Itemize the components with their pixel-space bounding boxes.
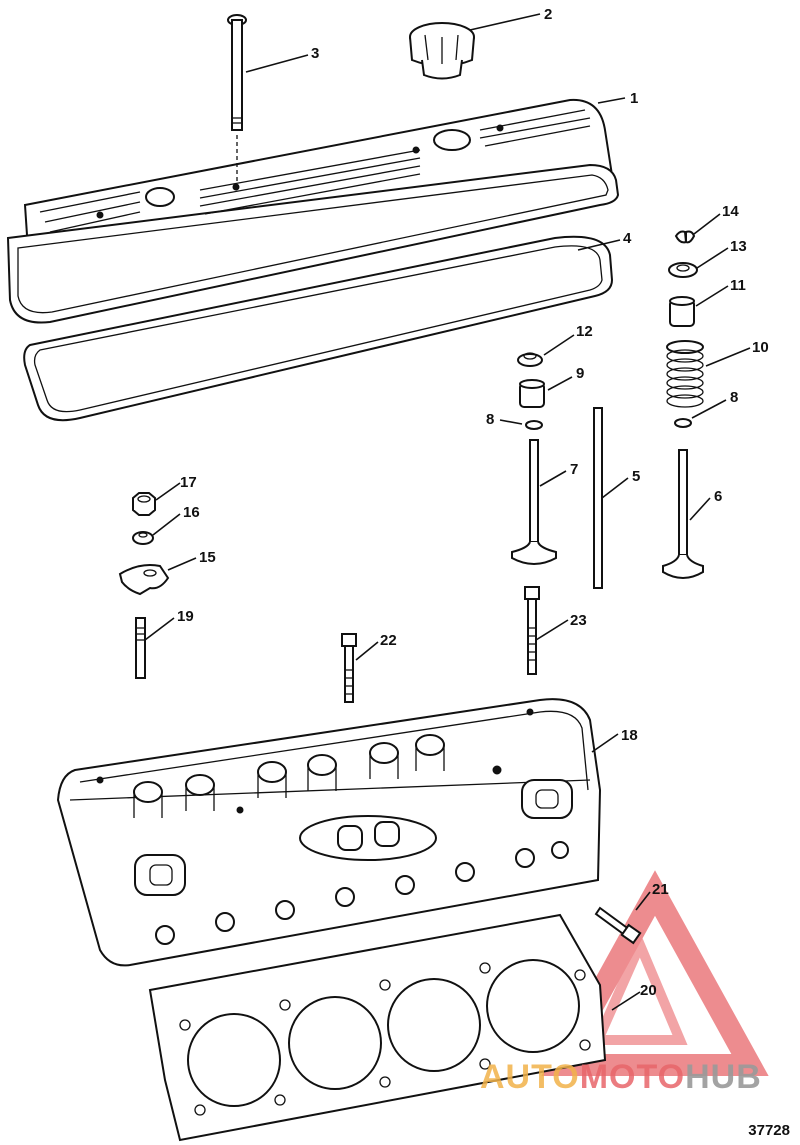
callout-3: 3 (311, 45, 319, 62)
valve-exhaust (662, 449, 704, 579)
head-bolt-short (341, 633, 357, 703)
spring-retainer (668, 262, 698, 278)
callout-6: 6 (714, 488, 722, 505)
callout-4: 4 (623, 230, 632, 247)
rocker-nut (132, 492, 156, 516)
oil-filler-cap (409, 22, 475, 80)
callout-8b: 8 (730, 389, 738, 406)
rocker-stud (135, 617, 146, 679)
cylinder-head (56, 698, 602, 967)
callout-18: 18 (621, 727, 638, 744)
valve-rotator (517, 352, 543, 367)
valve-spring (666, 340, 704, 408)
head-bolt-diagonal (594, 906, 642, 945)
callout-13: 13 (730, 238, 747, 255)
callout-5: 5 (632, 468, 640, 485)
watermark-part-1: AUTO (480, 1058, 580, 1096)
watermark-logo (541, 870, 769, 1076)
callout-19: 19 (177, 608, 194, 625)
valve-seal (525, 418, 692, 430)
watermark-part-2: MOTO (579, 1058, 686, 1096)
callout-17: 17 (180, 474, 197, 491)
head-gasket (148, 913, 607, 1142)
callout-14: 14 (722, 203, 739, 220)
figure-number: 37728 (748, 1122, 790, 1139)
cover-bolt (227, 14, 247, 185)
callout-11: 11 (730, 277, 746, 294)
callout-labels: 1 2 3 4 5 6 7 8 8 9 10 11 12 13 14 15 16… (177, 6, 769, 999)
leader-lines (144, 13, 751, 1011)
callout-22: 22 (380, 632, 397, 649)
callout-10: 10 (752, 339, 769, 356)
callout-1: 1 (630, 90, 638, 107)
cover-gasket (23, 235, 614, 422)
valve-shield (519, 379, 545, 408)
callout-15: 15 (199, 549, 216, 566)
valve-cover (6, 98, 620, 324)
rocker-arm (118, 564, 170, 596)
watermark-part-3: HUB (685, 1058, 762, 1096)
callout-12: 12 (576, 323, 593, 340)
callout-7: 7 (570, 461, 578, 478)
valve-intake (511, 439, 557, 565)
watermark-text: AUTOMOTOHUB (480, 1058, 762, 1097)
callout-16: 16 (183, 504, 200, 521)
callout-8a: 8 (486, 411, 494, 428)
callout-9: 9 (576, 365, 584, 382)
valve-keepers (674, 230, 696, 244)
callout-21: 21 (652, 881, 669, 898)
head-bolt-long (524, 586, 540, 675)
callout-23: 23 (570, 612, 587, 629)
push-rod (593, 407, 603, 589)
callout-2: 2 (544, 6, 552, 23)
rocker-ball (132, 531, 154, 545)
spring-damper (669, 296, 695, 327)
callout-20: 20 (640, 982, 657, 999)
